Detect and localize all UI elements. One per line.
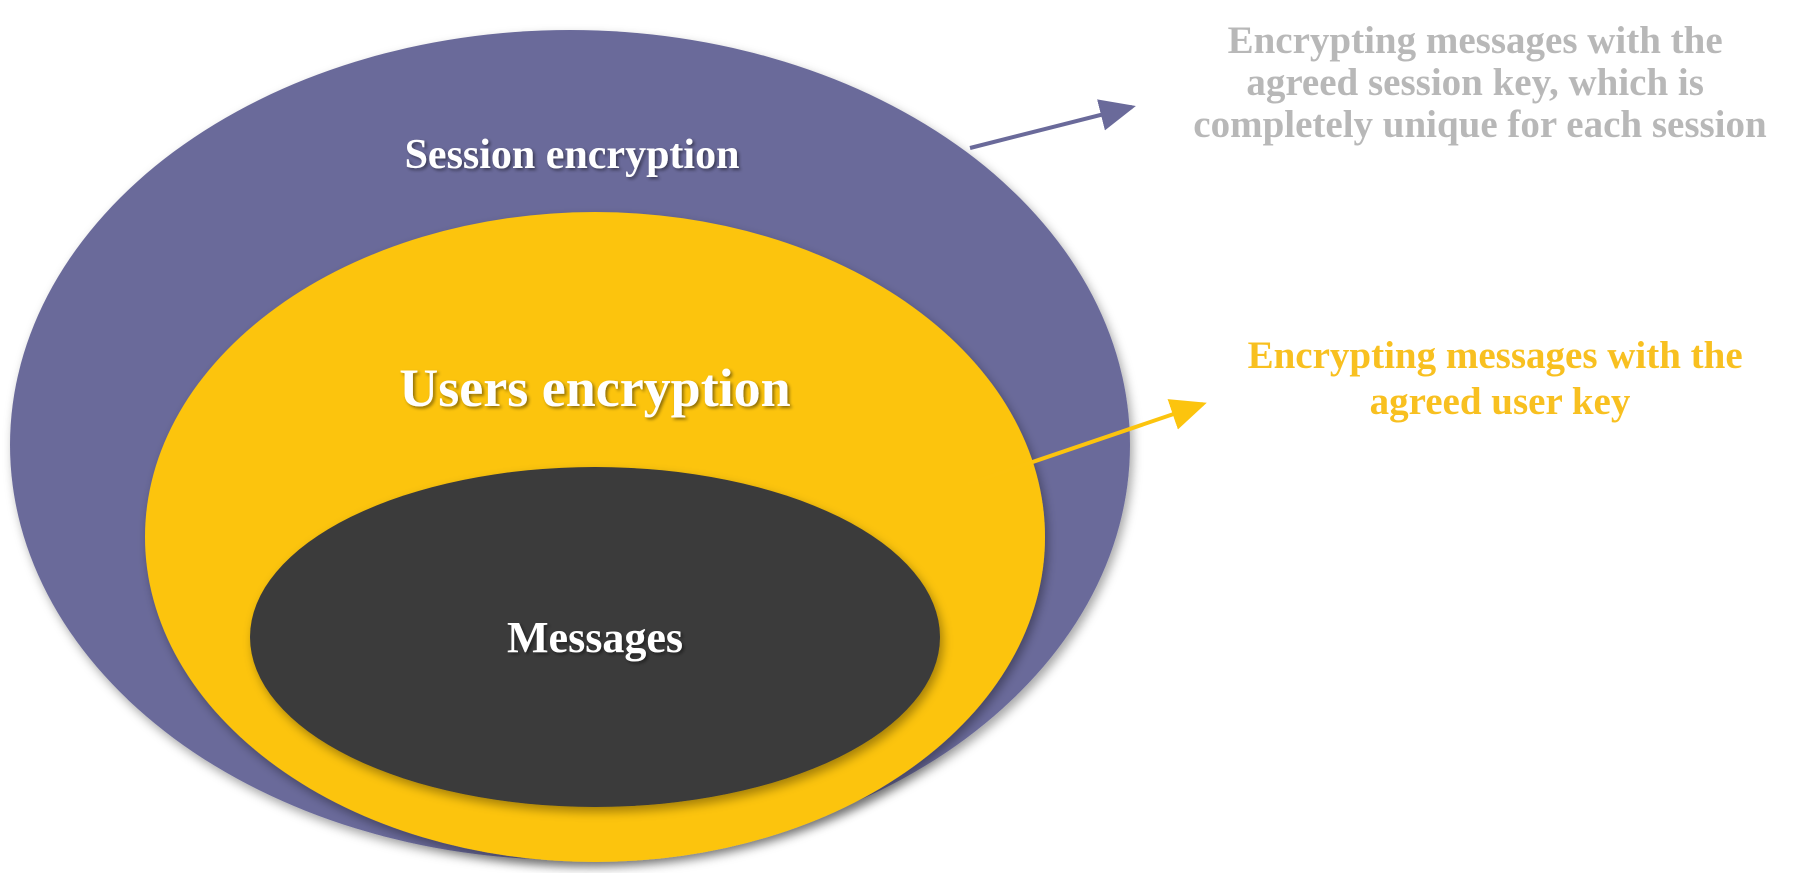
session-note-line: completely unique for each session [1193,103,1767,146]
session-note-arrow [969,99,1136,150]
users-note-arrow [967,399,1207,486]
users-note: Encrypting messages with the agreed user… [1248,334,1753,423]
session-encryption-label: Session encryption [405,132,740,178]
messages-layer [250,467,940,807]
session-note-line: agreed session key, which is [1246,61,1704,104]
users-note-line: Encrypting messages with the [1248,334,1743,377]
users-encryption-label: Users encryption [399,358,790,418]
messages-label: Messages [507,613,683,662]
session-note-line: Encrypting messages with the [1228,19,1723,62]
session-note: Encrypting messages with the agreed sess… [1193,19,1767,146]
users-note-line: agreed user key [1370,380,1631,423]
